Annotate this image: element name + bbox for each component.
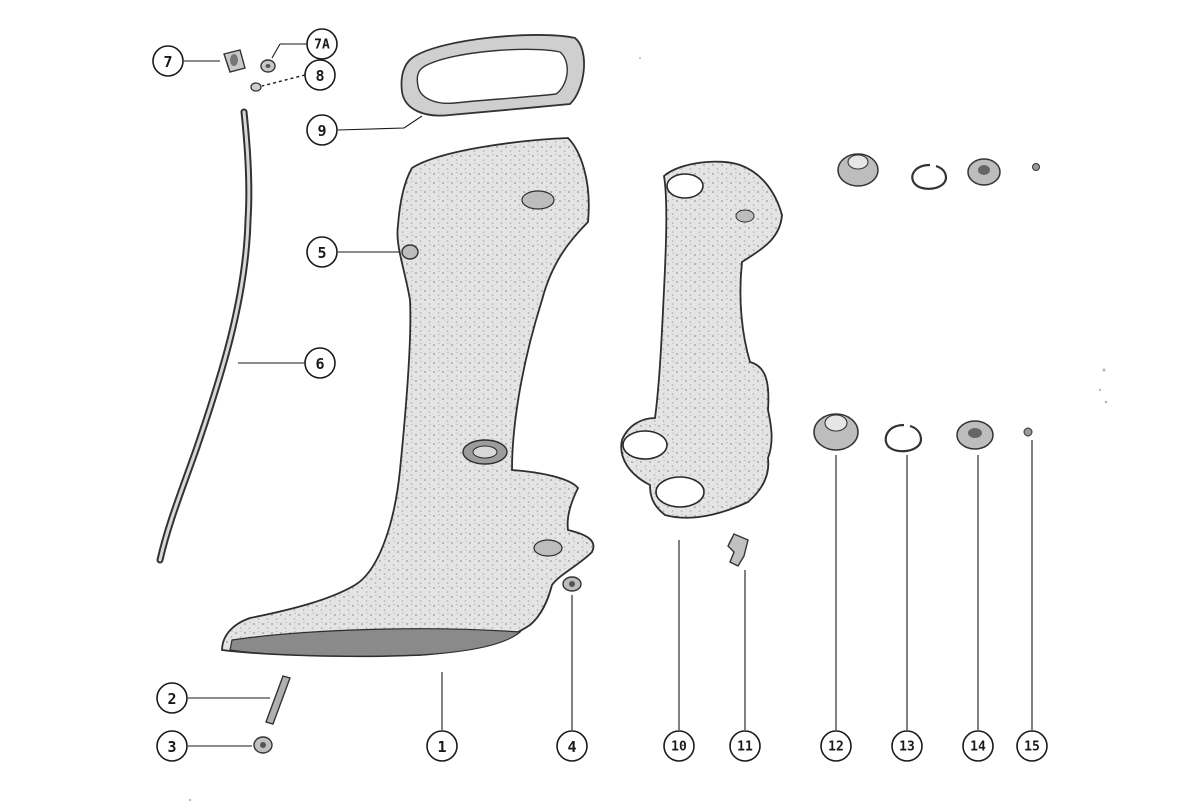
svg-text:14: 14 xyxy=(970,740,986,755)
driveshaft-housing-part xyxy=(221,137,595,658)
nut-part-7 xyxy=(223,49,246,73)
callout-11: 11 xyxy=(729,730,761,762)
leader-lines xyxy=(184,43,1033,747)
svg-text:3: 3 xyxy=(167,738,176,756)
gasket-part xyxy=(400,34,585,117)
callout-9: 9 xyxy=(306,114,338,146)
snap-ring-part-13 xyxy=(884,163,948,453)
callout-5: 5 xyxy=(306,236,338,268)
callout-4: 4 xyxy=(556,730,588,762)
callout-2: 2 xyxy=(156,682,188,714)
callout-14: 14 xyxy=(962,730,994,762)
stud-part-2 xyxy=(265,675,291,725)
svg-text:13: 13 xyxy=(899,740,915,755)
svg-text:2: 2 xyxy=(167,690,176,708)
bearing-part-14 xyxy=(956,158,1001,450)
plug-part-4 xyxy=(562,576,582,592)
callout-3: 3 xyxy=(156,730,188,762)
svg-text:7: 7 xyxy=(163,53,172,71)
nut-part-3 xyxy=(253,736,273,754)
svg-text:6: 6 xyxy=(315,355,324,373)
scan-specks xyxy=(188,57,1108,802)
extension-housing-part xyxy=(620,160,783,519)
callout-6: 6 xyxy=(304,347,336,379)
seal-part-12 xyxy=(813,153,879,451)
svg-text:15: 15 xyxy=(1024,740,1040,755)
callout-7a: 7A xyxy=(306,28,338,60)
plug-part-5 xyxy=(401,244,419,260)
callout-13: 13 xyxy=(891,730,923,762)
svg-text:11: 11 xyxy=(737,740,753,755)
rod-part xyxy=(156,108,253,564)
callout-10: 10 xyxy=(663,730,695,762)
svg-text:9: 9 xyxy=(317,122,326,140)
callout-7: 7 xyxy=(152,45,184,77)
svg-text:7A: 7A xyxy=(314,38,330,53)
svg-text:5: 5 xyxy=(317,244,326,262)
callout-15: 15 xyxy=(1016,730,1048,762)
svg-text:1: 1 xyxy=(437,738,446,756)
svg-text:12: 12 xyxy=(828,740,844,755)
fitting-part-11 xyxy=(727,533,749,567)
callout-8: 8 xyxy=(304,59,336,91)
svg-text:10: 10 xyxy=(671,740,687,755)
screw-part-15 xyxy=(1023,163,1040,437)
washer-part-8 xyxy=(250,82,262,92)
small-parts xyxy=(223,49,1040,754)
svg-text:4: 4 xyxy=(567,738,576,756)
bushing-part-7a xyxy=(260,59,276,73)
callout-12: 12 xyxy=(820,730,852,762)
callout-1: 1 xyxy=(426,730,458,762)
svg-text:8: 8 xyxy=(315,67,324,85)
